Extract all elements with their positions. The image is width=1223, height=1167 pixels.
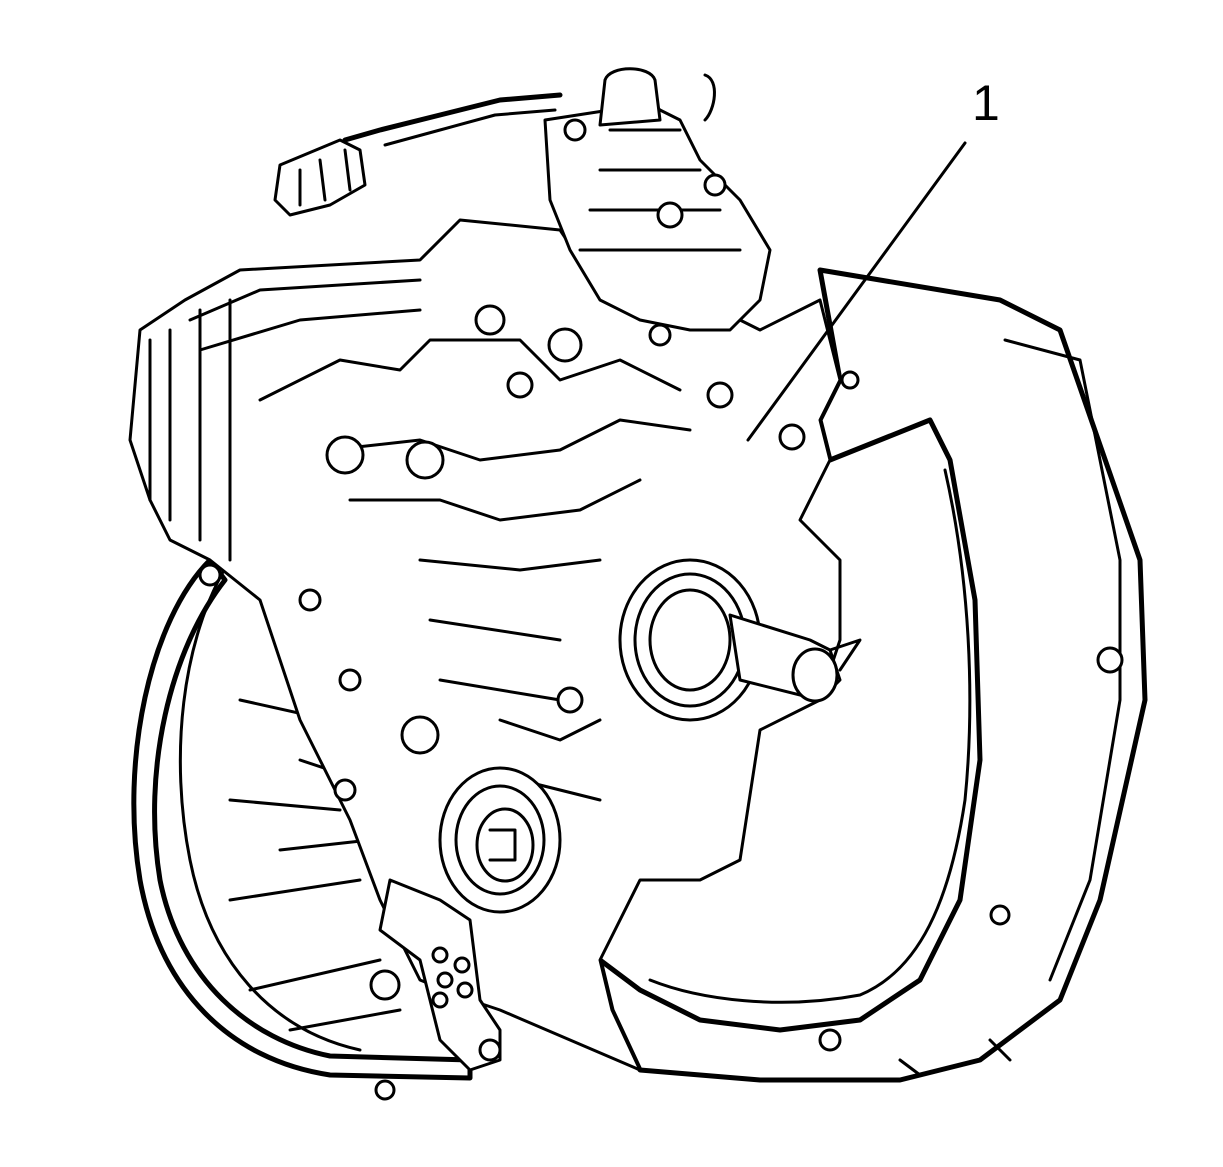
input-shaft	[618, 558, 862, 722]
bolts	[198, 323, 1124, 1052]
gearbox-case	[128, 218, 842, 1072]
mounting-bracket	[369, 878, 502, 1101]
callout-label-1: 1	[972, 75, 1000, 131]
output-flange	[438, 766, 562, 914]
shift-mechanism	[273, 67, 772, 332]
callout-leader-line	[746, 141, 967, 442]
bell-housing-right	[597, 267, 1148, 1083]
